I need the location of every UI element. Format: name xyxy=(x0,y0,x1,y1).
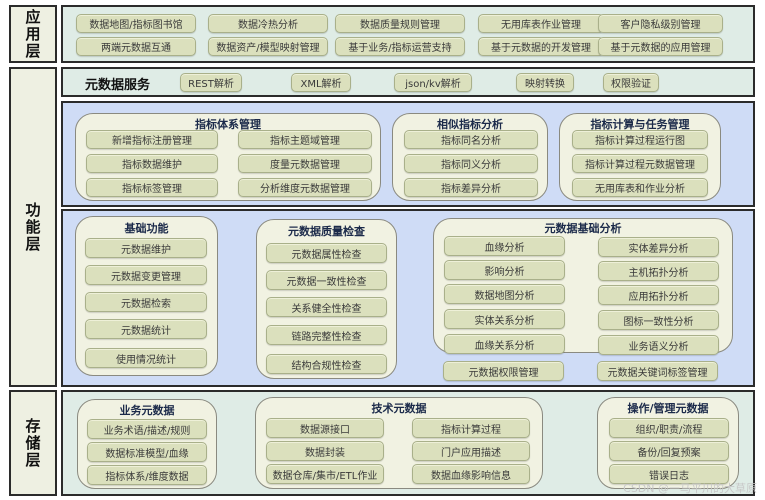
storage-item[interactable]: 门户应用描述 xyxy=(412,441,530,461)
function-item[interactable]: 链路完整性检查 xyxy=(266,325,387,345)
function-item[interactable]: 指标标签管理 xyxy=(86,178,218,197)
function-item[interactable]: 关系健全性检查 xyxy=(266,297,387,317)
indicator-system-group: 指标体系管理 新增指标注册管理 指标主题域管理 指标数据维护 度量元数据管理 指… xyxy=(75,113,381,201)
app-item[interactable]: 两端元数据互通 xyxy=(76,37,196,56)
storage-item[interactable]: 数据封装 xyxy=(266,441,384,461)
storage-item[interactable]: 业务术语/描述/规则 xyxy=(87,419,207,439)
function-item[interactable]: 血缘关系分析 xyxy=(444,334,565,354)
function-item[interactable]: 无用库表和作业分析 xyxy=(572,178,708,197)
function-item[interactable]: 指标主题域管理 xyxy=(238,130,372,149)
app-item[interactable]: 数据质量规则管理 xyxy=(335,14,465,33)
function-item[interactable]: 数据地图分析 xyxy=(444,284,565,304)
storage-item[interactable]: 数据仓库/集市/ETL作业 xyxy=(266,464,384,484)
technical-metadata-group: 技术元数据 数据源接口 数据封装 数据仓库/集市/ETL作业 指标计算过程 门户… xyxy=(255,397,543,489)
app-item[interactable]: 数据地图/指标图书馆 xyxy=(76,14,196,33)
app-item[interactable]: 基于业务/指标运营支持 xyxy=(335,37,465,56)
service-item-xml[interactable]: XML解析 xyxy=(291,73,351,92)
metadata-function-panel: 基础功能 元数据维护 元数据变更管理 元数据检索 元数据统计 使用情况统计 元数… xyxy=(61,209,755,387)
metadata-permission-button[interactable]: 元数据权限管理 xyxy=(443,361,564,381)
basic-functions-group: 基础功能 元数据维护 元数据变更管理 元数据检索 元数据统计 使用情况统计 xyxy=(75,216,218,376)
function-item[interactable]: 新增指标注册管理 xyxy=(86,130,218,149)
layer-label-function: 功能层 xyxy=(9,67,57,387)
group-title: 相似指标分析 xyxy=(437,118,503,131)
indicator-function-panel: 指标体系管理 新增指标注册管理 指标主题域管理 指标数据维护 度量元数据管理 指… xyxy=(61,101,755,207)
function-item[interactable]: 结构合规性检查 xyxy=(266,354,387,374)
storage-item[interactable]: 指标计算过程 xyxy=(412,418,530,438)
service-item-mapping[interactable]: 映射转换 xyxy=(516,73,574,92)
function-item[interactable]: 元数据变更管理 xyxy=(85,265,207,285)
business-metadata-group: 业务元数据 业务术语/描述/规则 数据标准模型/血缘 指标体系/维度数据 xyxy=(77,399,217,489)
app-item[interactable]: 无用库表作业管理 xyxy=(478,14,604,33)
storage-item[interactable]: 数据源接口 xyxy=(266,418,384,438)
storage-item[interactable]: 错误日志 xyxy=(609,464,729,484)
function-item[interactable]: 分析维度元数据管理 xyxy=(238,178,372,197)
metadata-service-panel: 元数据服务 REST解析 XML解析 json/kv解析 映射转换 权限验证 xyxy=(61,67,755,97)
storage-item[interactable]: 数据血缘影响信息 xyxy=(412,464,530,484)
function-item[interactable]: 主机拓扑分析 xyxy=(598,261,719,281)
function-item[interactable]: 指标同名分析 xyxy=(404,130,538,149)
storage-item[interactable]: 备份/回复预案 xyxy=(609,441,729,461)
group-title: 指标计算与任务管理 xyxy=(590,118,690,131)
layer-label-text: 功能层 xyxy=(23,201,42,253)
group-title: 基础功能 xyxy=(124,222,169,235)
function-item[interactable]: 实体关系分析 xyxy=(444,309,565,329)
watermark: CSDN @一马平川的大草原 xyxy=(623,482,757,495)
function-item[interactable]: 指标数据维护 xyxy=(86,154,218,173)
application-layer-panel: 数据地图/指标图书馆 数据冷热分析 数据质量规则管理 无用库表作业管理 客户隐私… xyxy=(61,5,755,63)
app-item[interactable]: 基于元数据的开发管理 xyxy=(478,37,604,56)
function-item[interactable]: 血缘分析 xyxy=(444,236,565,256)
function-item[interactable]: 指标同义分析 xyxy=(404,154,538,173)
storage-item[interactable]: 数据标准模型/血缘 xyxy=(87,442,207,462)
storage-layer-panel: 业务元数据 业务术语/描述/规则 数据标准模型/血缘 指标体系/维度数据 技术元… xyxy=(61,390,755,496)
metadata-keyword-tag-button[interactable]: 元数据关键词标签管理 xyxy=(597,361,718,381)
operation-metadata-group: 操作/管理元数据 组织/职责/流程 备份/回复预案 错误日志 xyxy=(597,397,739,489)
basic-analysis-group: 元数据基础分析 血缘分析 影响分析 数据地图分析 实体关系分析 血缘关系分析 实… xyxy=(433,218,733,355)
function-item[interactable]: 指标计算过程运行图 xyxy=(572,130,708,149)
function-item[interactable]: 实体差异分析 xyxy=(598,237,719,257)
layer-label-text: 应用层 xyxy=(23,8,42,60)
similar-indicator-group: 相似指标分析 指标同名分析 指标同义分析 指标差异分析 xyxy=(392,113,548,201)
app-item[interactable]: 数据冷热分析 xyxy=(208,14,328,33)
quality-check-group: 元数据质量检查 元数据属性检查 元数据一致性检查 关系健全性检查 链路完整性检查… xyxy=(256,219,397,379)
group-title: 指标体系管理 xyxy=(195,118,261,131)
storage-item[interactable]: 指标体系/维度数据 xyxy=(87,465,207,485)
layer-label-storage: 存储层 xyxy=(9,390,57,496)
function-item[interactable]: 元数据属性检查 xyxy=(266,243,387,263)
layer-label-text: 存储层 xyxy=(23,417,42,469)
group-title: 操作/管理元数据 xyxy=(627,402,709,415)
function-item[interactable]: 指标计算过程元数据管理 xyxy=(572,154,708,173)
function-item[interactable]: 业务语义分析 xyxy=(598,335,719,355)
function-item[interactable]: 影响分析 xyxy=(444,260,565,280)
function-item[interactable]: 度量元数据管理 xyxy=(238,154,372,173)
service-item-rest[interactable]: REST解析 xyxy=(180,73,242,92)
app-item[interactable]: 客户隐私级别管理 xyxy=(598,14,723,33)
group-title: 业务元数据 xyxy=(119,404,175,417)
function-item[interactable]: 图标一致性分析 xyxy=(598,310,719,330)
function-item[interactable]: 元数据一致性检查 xyxy=(266,270,387,290)
storage-item[interactable]: 组织/职责/流程 xyxy=(609,418,729,438)
function-item[interactable]: 元数据统计 xyxy=(85,319,207,339)
function-item[interactable]: 元数据维护 xyxy=(85,238,207,258)
app-item[interactable]: 基于元数据的应用管理 xyxy=(598,37,723,56)
group-title: 技术元数据 xyxy=(371,402,427,415)
group-title: 元数据质量检查 xyxy=(288,225,365,238)
layer-label-application: 应用层 xyxy=(9,5,57,63)
indicator-compute-group: 指标计算与任务管理 指标计算过程运行图 指标计算过程元数据管理 无用库表和作业分… xyxy=(559,113,721,201)
service-item-auth[interactable]: 权限验证 xyxy=(603,73,659,92)
group-title: 元数据基础分析 xyxy=(544,222,622,235)
app-item[interactable]: 数据资产/模型映射管理 xyxy=(208,37,328,56)
function-item[interactable]: 使用情况统计 xyxy=(85,348,207,368)
service-item-json[interactable]: json/kv解析 xyxy=(394,73,472,92)
function-item[interactable]: 指标差异分析 xyxy=(404,178,538,197)
metadata-service-title: 元数据服务 xyxy=(85,78,151,93)
function-item[interactable]: 元数据检索 xyxy=(85,292,207,312)
function-item[interactable]: 应用拓扑分析 xyxy=(598,285,719,305)
